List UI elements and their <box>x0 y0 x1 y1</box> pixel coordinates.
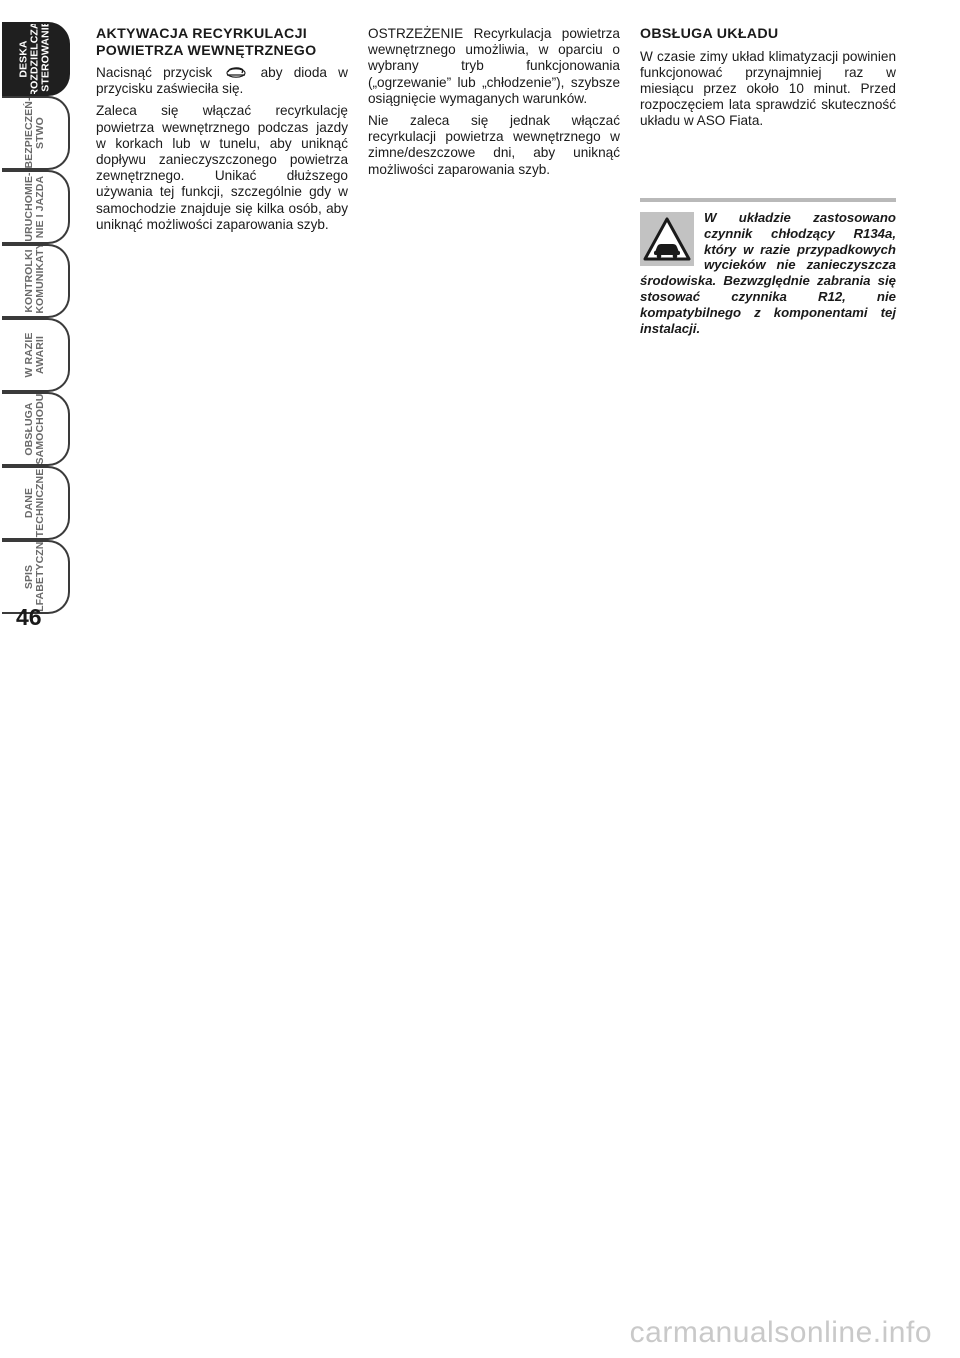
tab-uruchomienie[interactable]: URUCHOMIE- NIE I JAZDA <box>2 170 70 244</box>
text: aby dioda w przycisku zaświeciła się. <box>96 65 348 97</box>
column-system-maintenance: OBSŁUGA UKŁADU W czasie zimy układ klima… <box>640 26 896 136</box>
section-heading: AKTYWACJA RECYRKULACJI POWIETRZA WEWNĘTR… <box>96 26 317 59</box>
paragraph: Nie zaleca się jednak włączać recyrkulac… <box>368 113 620 177</box>
tab-deska-rozdzielcza[interactable]: DESKA ROZDZIELCZA I STEROWANIE <box>2 22 70 96</box>
tab-label: URUCHOMIE- NIE I JAZDA <box>23 172 46 242</box>
section-heading: OBSŁUGA UKŁADU <box>640 26 779 42</box>
tab-bezpieczenstwo[interactable]: BEZPIECZEŃ- STWO <box>2 96 70 170</box>
paragraph: W czasie zimy układ klimatyzacji powinie… <box>640 48 896 129</box>
tab-label: DESKA ROZDZIELCZA I STEROWANIE <box>17 22 52 96</box>
tab-w-razie-awarii[interactable]: W RAZIE AWARII <box>2 318 70 392</box>
tab-spis-alfabetyczny[interactable]: SPIS ALFABETYCZNY <box>2 540 70 614</box>
tab-label: BEZPIECZEŃ- STWO <box>23 97 46 169</box>
paragraph: Nacisnąć przycisk aby dioda w przycisku … <box>96 65 348 97</box>
column-warning-text: OSTRZEŻENIE Recyrkulacja powietrza wewnę… <box>368 26 620 184</box>
watermark: carmanualsonline.info <box>629 1316 932 1349</box>
tab-kontrolki[interactable]: KONTROLKI I KOMUNIKATY <box>2 244 70 318</box>
environment-warning-icon <box>640 212 694 266</box>
tab-label: SPIS ALFABETYCZNY <box>23 540 46 614</box>
tab-dane-techniczne[interactable]: DANE TECHNICZNE <box>2 466 70 540</box>
tab-label: W RAZIE AWARII <box>23 332 46 378</box>
column-recirculation: AKTYWACJA RECYRKULACJI POWIETRZA WEWNĘTR… <box>96 26 348 239</box>
page-number: 46 <box>16 604 42 630</box>
tab-label: KONTROLKI I KOMUNIKATY <box>23 244 46 314</box>
text: Nacisnąć przycisk <box>96 65 213 80</box>
recirculation-icon <box>226 67 246 78</box>
environment-warning-box: W układzie zastosowano czynnik chłodzący… <box>640 198 896 336</box>
tab-label: OBSŁUGA SAMOCHODU <box>23 393 46 465</box>
warning-text: W układzie zastosowano czynnik chłodzący… <box>640 210 896 336</box>
warning-divider <box>640 198 896 202</box>
paragraph: Zaleca się włączać recyrkulację powietrz… <box>96 103 348 232</box>
tab-obsluga-samochodu[interactable]: OBSŁUGA SAMOCHODU <box>2 392 70 466</box>
paragraph: OSTRZEŻENIE Recyrkulacja powietrza wewnę… <box>368 26 620 106</box>
tab-label: DANE TECHNICZNE <box>23 468 46 538</box>
